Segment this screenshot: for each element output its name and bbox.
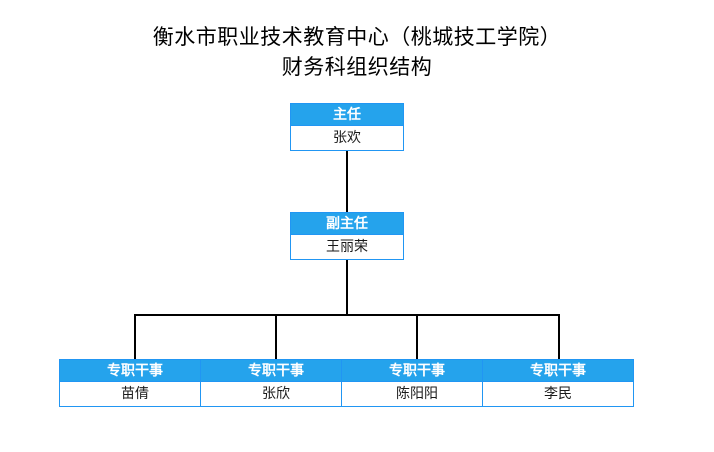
node-director-name: 张欢: [291, 126, 403, 150]
node-deputy-director: 副主任 王丽荣: [290, 212, 404, 260]
node-staff-3: 专职干事 李民: [482, 359, 634, 407]
node-staff-0-role: 专职干事: [60, 360, 210, 382]
connector-deputy-to-bus: [346, 260, 348, 315]
node-staff-1-name: 张欣: [201, 382, 351, 406]
page-title-line-2: 财务科组织结构: [281, 55, 433, 79]
page-title-line-1: 衡水市职业技术教育中心（桃城技工学院）: [152, 25, 562, 49]
node-director-role: 主任: [291, 104, 403, 126]
connector-director-to-deputy: [346, 151, 348, 212]
node-staff-1: 专职干事 张欣: [200, 359, 352, 407]
node-staff-0: 专职干事 苗倩: [59, 359, 211, 407]
node-staff-3-name: 李民: [483, 382, 633, 406]
connector-bus-to-staff-3: [558, 314, 560, 359]
connector-bus-to-staff-0: [134, 314, 136, 359]
node-staff-2: 专职干事 陈阳阳: [341, 359, 493, 407]
node-staff-2-role: 专职干事: [342, 360, 492, 382]
node-staff-2-name: 陈阳阳: [342, 382, 492, 406]
node-deputy-director-role: 副主任: [291, 213, 403, 235]
node-staff-1-role: 专职干事: [201, 360, 351, 382]
node-director: 主任 张欢: [290, 103, 404, 151]
node-deputy-director-name: 王丽荣: [291, 235, 403, 259]
connector-horizontal-bus: [134, 314, 560, 316]
page-title: 衡水市职业技术教育中心（桃城技工学院） 财务科组织结构: [0, 22, 714, 82]
node-staff-3-role: 专职干事: [483, 360, 633, 382]
connector-bus-to-staff-1: [275, 314, 277, 359]
node-staff-0-name: 苗倩: [60, 382, 210, 406]
connector-bus-to-staff-2: [416, 314, 418, 359]
